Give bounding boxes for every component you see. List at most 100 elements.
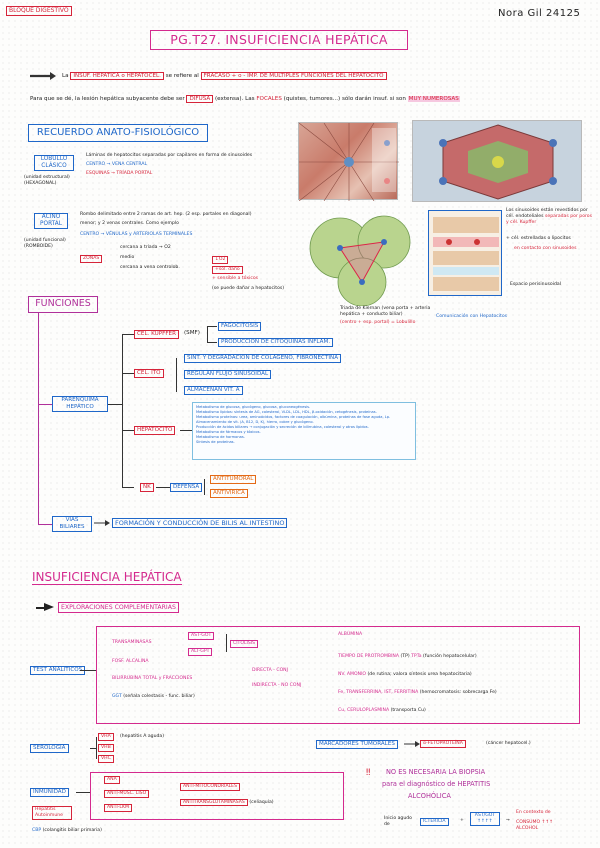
ito-b: REGULAN FLUJO SINUSOIDAL — [184, 370, 272, 379]
tiempo-line: TIEMPO DE PROTROMBINA (TP) TPTa (función… — [338, 654, 477, 659]
vias-box: VÍAS BILIARES — [52, 516, 92, 532]
afp-box: α-FETOPROTEÍNA — [420, 740, 466, 748]
lobulillo-sub: (unidad estructural) (HEXAGONAL) — [24, 175, 70, 186]
funciones-heading: FUNCIONES — [28, 296, 98, 313]
cu-line: Cu, CERULOPLASMINA (transporta Cu) — [338, 708, 426, 713]
test-analiticos-box: TEST ANALÍTICOS — [30, 666, 86, 675]
ictericia-box: ICTERICIA — [420, 818, 449, 826]
acino-l2: menor; y 2 venas centrales. Como ejemplo — [80, 221, 179, 226]
fosf-label: FOSF. ALCALINA — [112, 659, 149, 664]
hep-line-6: Metabolismo de hormonas. — [196, 435, 245, 439]
inicio-label: Inicio agudo de — [384, 816, 412, 827]
ito-c: ALMACENAN VIT. A — [184, 386, 243, 395]
block-tag: BLOQUE DIGESTIVO — [6, 6, 72, 16]
zona3-b: +sol. daño — [212, 266, 243, 274]
arrow-right-icon — [44, 603, 54, 611]
no-nec-b: para el diagnóstico de HEPATITIS — [382, 780, 491, 788]
intro-line-2: Para que se dé, la lesión hepática subya… — [30, 95, 460, 103]
trans-label: TRANSAMINASAS — [112, 640, 152, 645]
lobule-sketch-icon — [298, 122, 399, 202]
histology-lobule-image — [298, 122, 399, 202]
bili-label: BILIRRUBINA TOTAL y FRACCIONES — [112, 676, 193, 681]
acino-sub: (unidad funcional) (ROMBOIDE) — [24, 238, 66, 249]
arrow-right-icon — [404, 741, 420, 747]
zona3-c: + sensible a tóxicos — [212, 276, 259, 281]
acino-box: ACINO PORTAL — [34, 213, 68, 229]
hepatocito-box: HEPATOCITO — [134, 426, 176, 435]
lobulillo-l3: ESQUINAS → TRÍADA PORTAL — [86, 171, 153, 176]
author: Nora Gil 24125 — [498, 8, 581, 19]
kupffer-box: CÉL. KUPFFER — [134, 330, 179, 339]
plus-icon: + — [460, 818, 464, 823]
hep-auto-box: Hepatitis Autoinmune — [32, 806, 72, 820]
nk-tag: DEFENSA — [170, 483, 203, 492]
vias-a: FORMACIÓN Y CONDUCCIÓN DE BILIS AL INTES… — [112, 518, 288, 528]
note-tej: + cél. estrelladas o lipocitos — [506, 236, 571, 241]
test-analiticos-panel — [96, 626, 580, 724]
note-centro: (centro + esp. portal) = Lobulillo — [340, 320, 416, 325]
indirecta-label: INDIRECTA - NO CONJ — [252, 683, 302, 688]
citolisis-box: CITOLISIS — [230, 640, 259, 648]
intro-line-1: La INSUF. HEPÁTICA o HEPATOCEL. se refie… — [62, 72, 387, 80]
arrow-right-icon — [94, 520, 110, 526]
ito-a: SÍNT. Y DEGRADACIÓN DE COLÁGENO, FIBRONE… — [184, 354, 342, 363]
exploraciones-box: EXPLORACIONES COMPLEMENTARIAS — [58, 602, 179, 613]
no-nec-c: ALCOHÓLICA — [408, 792, 451, 800]
hepatocito-functions-box: Metabolismo de glucosa, glucógeno, gluco… — [192, 402, 416, 460]
ana-box: ANA — [104, 776, 120, 784]
vhc-box: VHC — [98, 755, 114, 763]
parenquima-box: PARÉNQUIMA HEPÁTICO — [52, 396, 108, 412]
labels-column — [372, 128, 396, 192]
fe-line: Fe, TRANSFERRINA, IST, FERRITINA (hemocr… — [338, 690, 497, 695]
hep-line-4: Producción de ácidos biliares → conjugac… — [196, 425, 369, 429]
hep-line-5: Metabolismo de fármacos y tóxicos. — [196, 430, 261, 434]
acino-diagram — [302, 210, 418, 307]
albumina-label: ALBÚMINA — [338, 632, 363, 637]
acino-l3: CENTRO → VÉNULAS y ARTERIOLAS TERMINALES — [80, 232, 193, 237]
acino-l1: Rombo delimitado entre 2 ramas de art. h… — [80, 212, 252, 217]
arrow-right-icon: → — [506, 818, 510, 823]
contexto-label: En contexto de — [516, 810, 551, 815]
vhb-box: VHB — [98, 744, 114, 752]
afp-note: (cáncer hepatocel.) — [486, 741, 531, 746]
antimusc-box: ANTI-MUSC. LISO — [104, 790, 150, 798]
recuerdo-heading: RECUERDO ANATO-FISIOLÓGICO — [28, 124, 208, 142]
zona3-a: ↓O2 — [212, 256, 229, 264]
ast-box: AST-GOT — [188, 632, 215, 640]
zona-2: medio — [120, 255, 135, 260]
hep-line-0: Metabolismo de glucosa, glucógeno, gluco… — [196, 405, 311, 409]
acino-circles-icon — [309, 215, 411, 307]
hep-line-3: Almacenamiento de vit. (A, B12, D, K), h… — [196, 420, 314, 424]
lobulillo-l2: CENTRO → VENA CENTRAL — [86, 162, 148, 167]
nk-box: NK — [140, 483, 154, 492]
hep-line-7: Síntesis de proteínas. — [196, 440, 235, 444]
warning-icon: ‼ — [366, 768, 371, 778]
kupffer-tag: (SMF) — [184, 330, 200, 336]
lobulillo-box: LOBULLO CLÁSICO — [34, 155, 74, 171]
zonas-box: ZONAS — [80, 255, 103, 263]
hexagon-lobule-icon — [439, 124, 557, 200]
zona3-d: (se puede dañar a hepatocitos) — [212, 286, 285, 291]
inmunidad-panel — [90, 772, 344, 820]
sinusoid-diagram — [428, 210, 502, 296]
note-triadas: Triada de Kiernan (vena porta + arteria … — [340, 306, 431, 317]
note-comunica: Comunicación con Hepatocitos — [436, 314, 508, 319]
sinusoid-icon — [433, 217, 499, 291]
histology-hexagon-image — [412, 120, 582, 202]
page-title: PG.T27. INSUFICIENCIA HEPÁTICA — [150, 30, 408, 50]
nk-a: ANTITUMORAL — [210, 475, 257, 484]
hep-line-1: Metabolismo lípidos: síntesis de AG, col… — [196, 410, 377, 414]
hep-line-2: Metabolismo proteínas: urea, aminoácidos… — [196, 415, 391, 419]
zona-1: cercana a tríada → O2 — [120, 245, 171, 250]
nk-b: ANTIVÍRICA — [210, 489, 248, 498]
directa-label: DIRECTA - CONJ — [252, 668, 288, 673]
insuf-heading: INSUFICIENCIA HEPÁTICA — [32, 570, 182, 585]
alt-box: ALT-GPT — [188, 648, 213, 656]
no-nec-a: NO ES NECESARIA LA BIOPSIA — [386, 768, 486, 776]
arrow-right-icon — [30, 72, 56, 80]
kupffer-a: FAGOCITOSIS — [218, 322, 262, 331]
amonio-line: NV. AMONIO (de rutina; valora síntesis u… — [338, 672, 472, 677]
ito-box: CÉL. ITO — [134, 369, 164, 378]
antitrans-line: ANTITRANSGLUTAMINASAS (celiaquía) — [180, 799, 274, 806]
note-espacio: en contacto con sinusoides — [514, 246, 577, 251]
